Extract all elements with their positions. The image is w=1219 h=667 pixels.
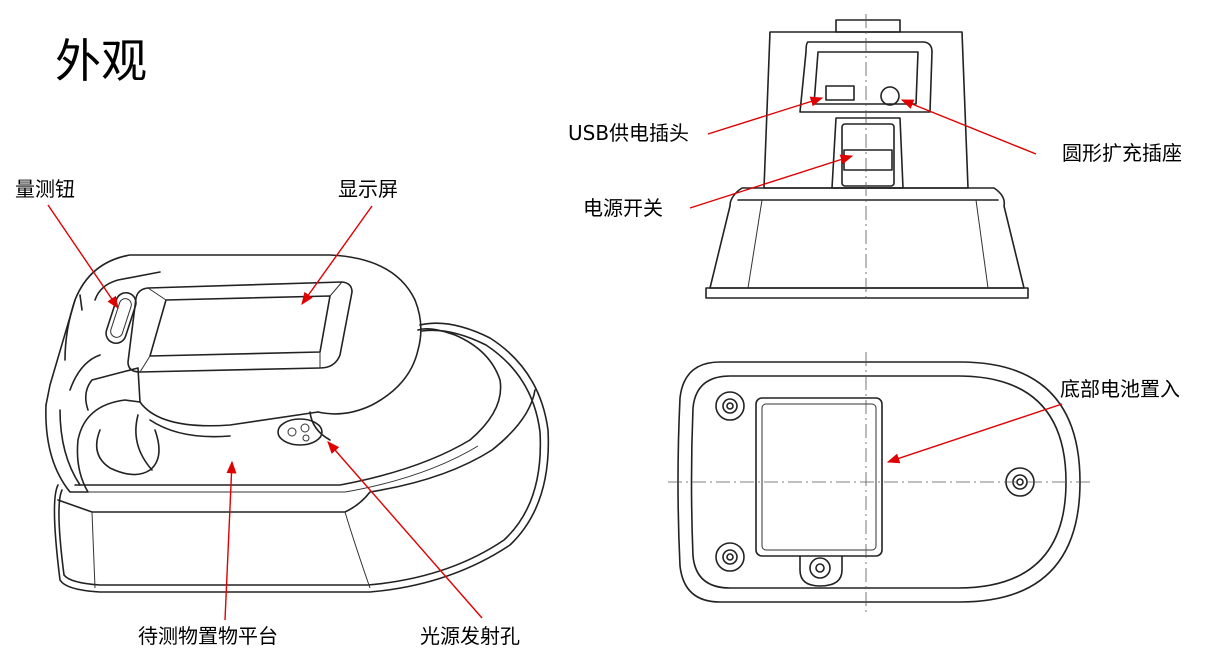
- callout-measure-button: 量测钮: [15, 177, 119, 310]
- label-display: 显示屏: [338, 177, 398, 201]
- usb-port: [825, 85, 855, 101]
- screw-bottom-left: [715, 542, 745, 572]
- round-expansion-socket: [880, 86, 900, 106]
- label-round-socket: 圆形扩充插座: [1062, 141, 1182, 165]
- callout-usb: USB供电插头: [568, 96, 824, 145]
- display-screen: [149, 295, 331, 357]
- callout-platform: 待测物置物平台: [138, 460, 278, 648]
- label-usb: USB供电插头: [568, 121, 689, 145]
- label-light-hole: 光源发射孔: [420, 624, 520, 648]
- page-title: 外观: [55, 34, 147, 88]
- label-battery: 底部电池置入: [1060, 377, 1180, 401]
- label-measure-button: 量测钮: [15, 177, 75, 201]
- battery-compartment: [755, 397, 883, 557]
- screw-bottom-center: [809, 557, 831, 579]
- callout-battery: 底部电池置入: [886, 377, 1180, 464]
- power-switch: [843, 149, 893, 171]
- callout-light-hole: 光源发射孔: [327, 441, 520, 648]
- label-power-switch: 电源开关: [583, 196, 663, 220]
- light-source-hole: [277, 418, 323, 446]
- perspective-view: [45, 254, 550, 593]
- callout-round-socket: 圆形扩充插座: [900, 99, 1182, 165]
- callout-display: 显示屏: [301, 177, 398, 306]
- callout-power-switch: 电源开关: [583, 154, 854, 220]
- screw-top-left: [715, 391, 745, 421]
- label-platform: 待测物置物平台: [138, 624, 278, 648]
- measure-button-shape: [105, 291, 137, 345]
- bottom-view: [668, 352, 1090, 612]
- rear-view: [705, 14, 1029, 300]
